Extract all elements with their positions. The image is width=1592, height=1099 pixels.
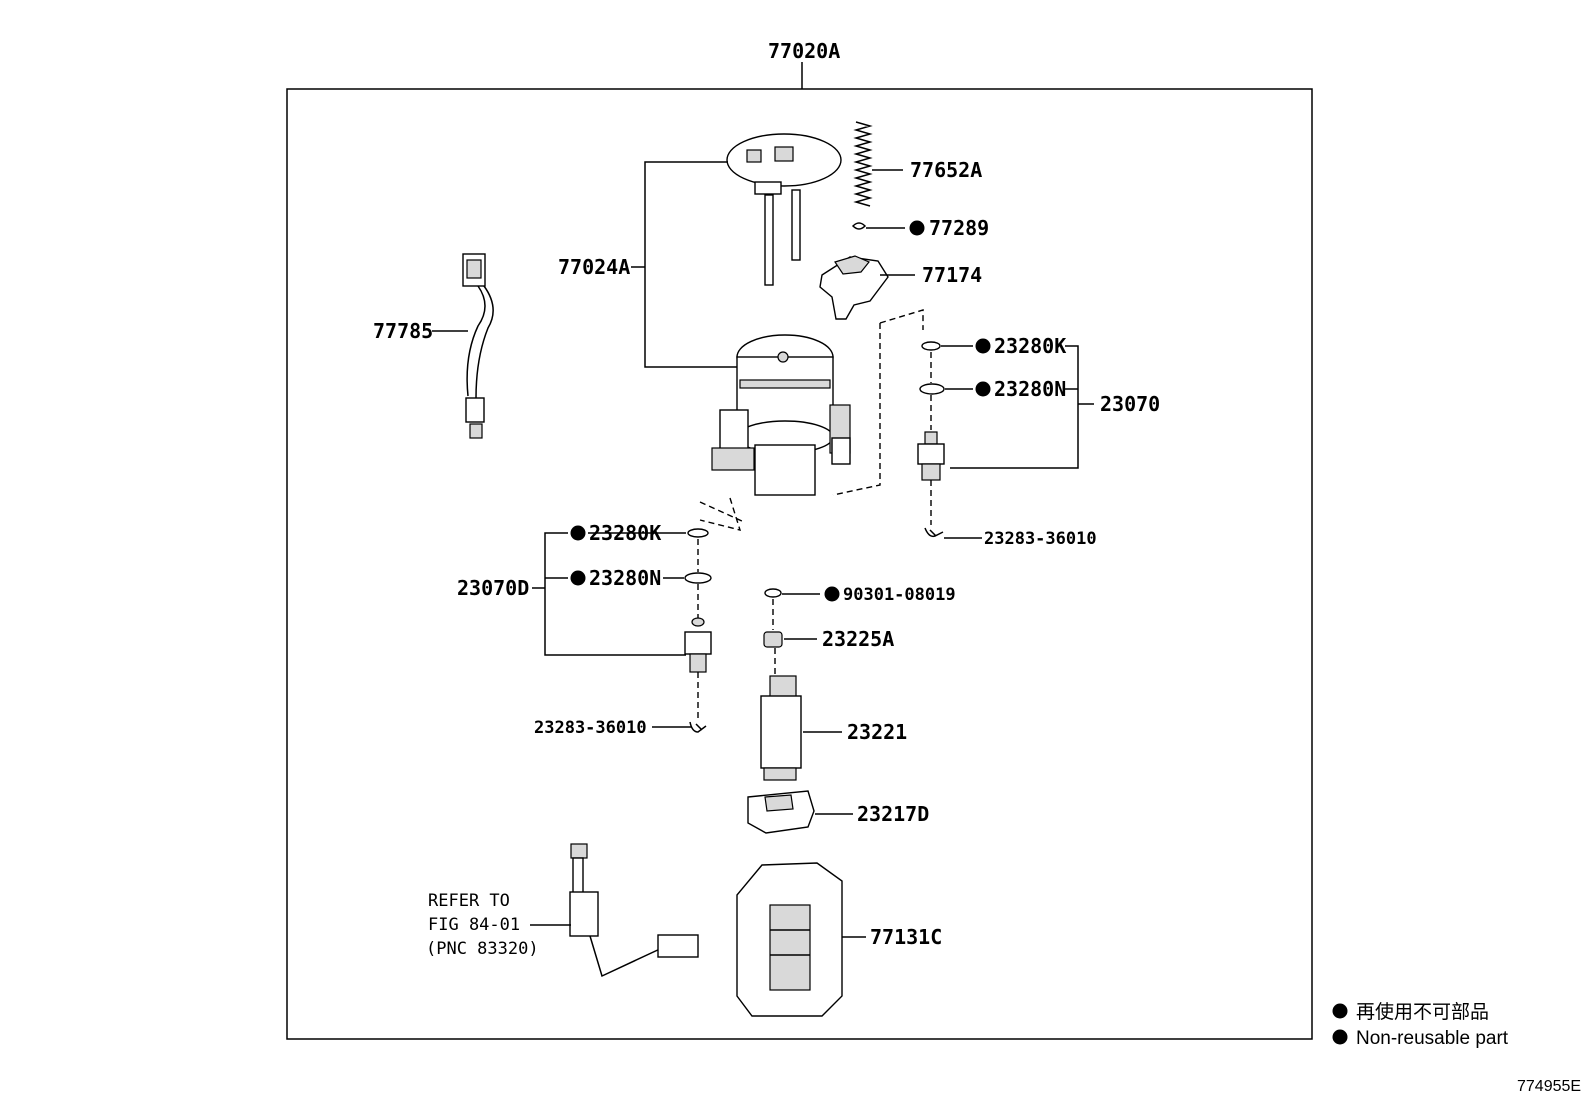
retainer-clip-right xyxy=(924,527,944,538)
callout-23217D[interactable]: 23217D xyxy=(857,802,929,826)
fuel-reservoir-cup xyxy=(736,862,843,1017)
ref-note-line2: FIG 84-01 xyxy=(428,915,520,935)
callout-23280N-left[interactable]: 23280N xyxy=(589,566,661,590)
pump-bracket xyxy=(747,790,815,834)
callout-77652A[interactable]: 77652A xyxy=(910,158,982,182)
callout-77131C[interactable]: 77131C xyxy=(870,925,942,949)
legend: 再使用不可部品 Non-reusable part xyxy=(1332,1001,1509,1049)
gasket-90301 xyxy=(764,588,782,598)
ref-note-line3: (PNC 83320) xyxy=(426,939,539,959)
filter-23225A xyxy=(763,631,783,648)
retainer-clip-left xyxy=(689,721,707,733)
legend-japanese: 再使用不可部品 xyxy=(1356,1001,1489,1023)
fuel-pump-motor xyxy=(760,675,802,781)
legend-english: Non-reusable part xyxy=(1356,1028,1509,1049)
figure-id: 774955E xyxy=(1517,1078,1581,1095)
callout-23283-left[interactable]: 23283-36010 xyxy=(534,718,647,738)
callout-23070D[interactable]: 23070D xyxy=(457,576,529,600)
callout-90301-08019[interactable]: 90301-08019 xyxy=(843,585,956,605)
clip xyxy=(851,222,867,230)
callout-23283-right[interactable]: 23283-36010 xyxy=(984,529,1097,549)
ref-note-line1: REFER TO xyxy=(428,891,510,911)
callout-77174[interactable]: 77174 xyxy=(922,263,982,287)
pressure-regulator-left xyxy=(684,584,712,722)
sender-gauge-top-plate xyxy=(726,133,842,286)
assembly-label[interactable]: 77020A xyxy=(768,39,840,63)
callout-23225A[interactable]: 23225A xyxy=(822,627,894,651)
callout-77024A[interactable]: 77024A xyxy=(558,255,630,279)
o-ring-23280K-right xyxy=(921,341,941,351)
o-ring-23280N-right xyxy=(919,383,945,395)
assembly-frame xyxy=(286,88,1313,1040)
callout-23280K-right[interactable]: 23280K xyxy=(994,334,1066,358)
callout-23280N-right[interactable]: 23280N xyxy=(994,377,1066,401)
callout-23280K-left[interactable]: 23280K xyxy=(589,521,661,545)
fuel-sender-gauge xyxy=(569,843,699,978)
pump-housing xyxy=(711,334,851,496)
spring xyxy=(853,121,873,207)
pressure-regulator-right xyxy=(917,395,945,525)
retainer-bracket xyxy=(819,255,889,320)
o-ring-23280K-left xyxy=(687,528,709,538)
wire-harness xyxy=(462,253,494,439)
callout-23221[interactable]: 23221 xyxy=(847,720,907,744)
callout-23070[interactable]: 23070 xyxy=(1100,392,1160,416)
callout-77785[interactable]: 77785 xyxy=(373,319,433,343)
o-ring-23280N-left xyxy=(684,572,712,584)
callout-77289[interactable]: 77289 xyxy=(929,216,989,240)
